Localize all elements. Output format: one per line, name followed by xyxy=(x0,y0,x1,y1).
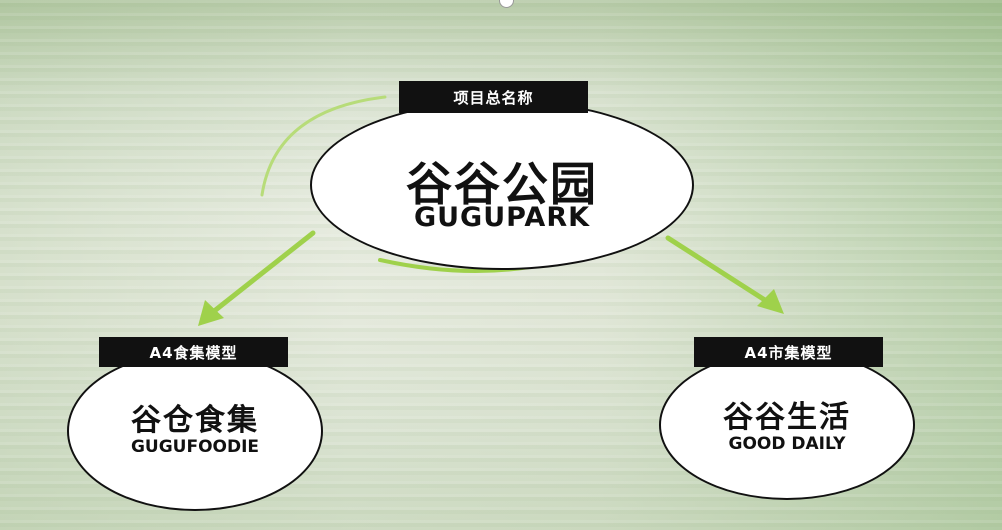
arrow-left-head xyxy=(198,300,224,326)
right-node: 谷谷生活 GOOD DAILY xyxy=(659,350,915,500)
left-node-subtitle: GUGUFOODIE xyxy=(130,437,260,457)
arrow-left-shaft xyxy=(210,230,316,315)
main-node-tag: 项目总名称 xyxy=(399,81,588,113)
main-node-subtitle: GUGUPARK xyxy=(413,202,591,233)
main-node: 谷谷公园 GUGUPARK xyxy=(310,100,694,270)
main-node-title: 谷谷公园 xyxy=(406,157,598,211)
left-node-title: 谷仓食集 xyxy=(131,403,259,438)
arrow-right-head xyxy=(757,289,784,314)
accent-arc-top xyxy=(260,95,387,197)
left-node: 谷仓食集 GUGUFOODIE xyxy=(67,351,323,511)
left-node-tag: A4食集模型 xyxy=(99,337,288,367)
right-node-title: 谷谷生活 xyxy=(723,400,851,435)
right-node-subtitle: GOOD DAILY xyxy=(728,434,846,454)
arrow-right-shaft xyxy=(665,235,771,305)
right-node-tag: A4市集模型 xyxy=(694,337,883,367)
